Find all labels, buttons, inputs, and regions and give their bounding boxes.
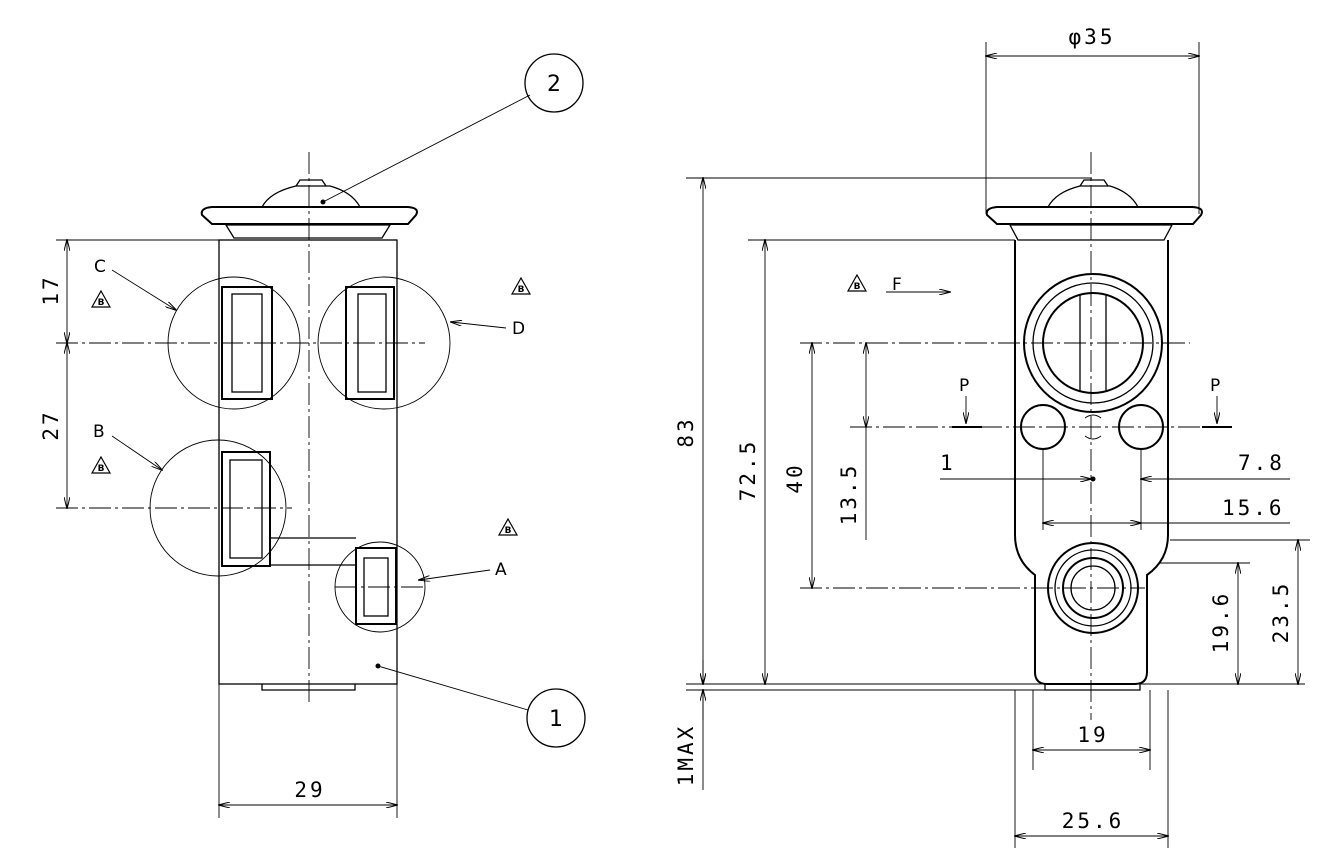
port-b-label: B	[93, 422, 105, 442]
dim-17-text: 17	[39, 274, 63, 305]
revision-triangle-icon: B	[498, 518, 518, 536]
dim-7-8-text: 7.8	[1238, 451, 1285, 475]
port-d-label: D	[512, 319, 525, 339]
dim-29-text: 29	[294, 778, 325, 802]
section-p-left: P	[959, 376, 969, 396]
port-c-label: C	[94, 257, 106, 277]
port-d-circle	[317, 276, 451, 410]
balloon-1-text: 1	[549, 707, 563, 732]
dim-15-6-text: 15.6	[1222, 496, 1285, 520]
flow-label: F	[892, 275, 902, 295]
dim-19-6-text: 19.6	[1209, 591, 1233, 654]
balloon-icon	[526, 688, 586, 748]
port-b-fitting	[221, 451, 271, 567]
port-a-fitting	[355, 547, 397, 625]
revision-triangle-icon: B	[91, 456, 111, 474]
dim-19-text: 19	[1077, 723, 1108, 747]
port-a-label: A	[495, 560, 507, 580]
dim-1max-text: 1MAX	[674, 724, 698, 787]
svg-text:B: B	[98, 298, 105, 308]
diaphragm-head	[200, 179, 418, 239]
svg-text:B: B	[518, 285, 525, 295]
dim-25-6-text: 25.6	[1062, 809, 1125, 833]
balloon-1-leader	[377, 665, 529, 711]
dim-83-text: 83	[674, 416, 698, 447]
revision-triangle-icon: B	[847, 274, 867, 292]
svg-text:B: B	[98, 464, 105, 474]
right-view: P P B F φ35 83 72.5 40 13.5 1 7.8	[674, 25, 1310, 848]
dim-13-5-text: 13.5	[837, 463, 861, 526]
right-diaphragm-head	[985, 179, 1203, 241]
dim-40-text: 40	[783, 462, 807, 493]
balloon-2-leader	[322, 94, 531, 203]
left-view: 17 27 29 C B B B D B A B 2 1	[39, 53, 586, 818]
section-p-right: P	[1210, 376, 1220, 396]
svg-text:B: B	[505, 526, 512, 536]
bottom-stub	[261, 684, 356, 691]
dim-27-text: 27	[39, 409, 63, 440]
balloon-icon	[524, 53, 584, 113]
revision-triangle-icon: B	[91, 290, 111, 308]
dim-1-text: 1	[940, 451, 956, 475]
revision-triangle-icon: B	[511, 277, 531, 295]
valve-body	[218, 239, 398, 685]
dim-23-5-text: 23.5	[1269, 581, 1293, 644]
dim-72-5-text: 72.5	[736, 439, 760, 502]
balloon-2-text: 2	[547, 72, 561, 97]
dim-phi35-text: φ35	[1069, 25, 1116, 49]
svg-text:B: B	[854, 282, 861, 292]
